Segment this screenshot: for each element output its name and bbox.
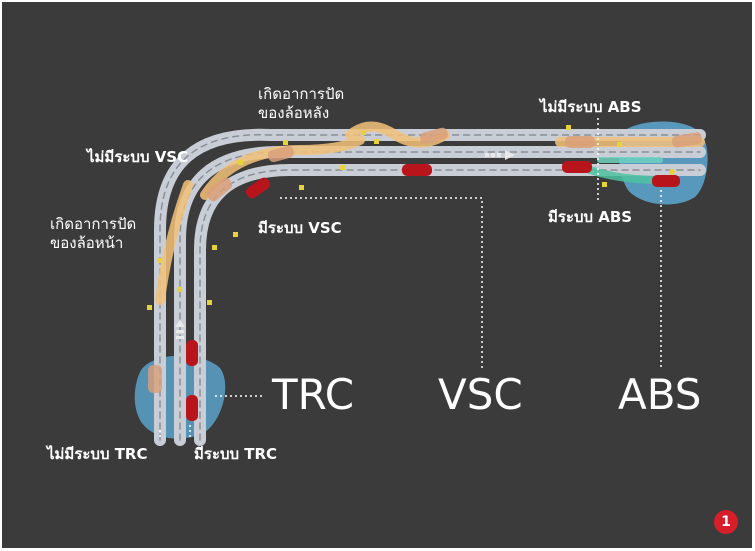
track-markers	[147, 125, 675, 310]
car-red	[652, 175, 680, 187]
label-understeer: เกิดอาการปัด ของล้อหน้า	[50, 215, 136, 253]
label-understeer-text: เกิดอาการปัด ของล้อหน้า	[50, 215, 137, 252]
direction-arrows	[175, 150, 515, 339]
car-faded	[206, 177, 233, 202]
car-red	[186, 340, 198, 366]
car-red	[245, 177, 271, 199]
car-faded	[268, 145, 294, 163]
label-no-vsc: ไม่มีระบบ VSC	[87, 148, 189, 166]
title-trc: TRC	[272, 370, 355, 419]
label-oversteer-text: เกิดอาการปัด ของล้อหลัง	[258, 85, 345, 122]
car-red	[186, 395, 198, 421]
title-abs: ABS	[618, 370, 702, 419]
label-with-trc: มีระบบ TRC	[194, 445, 278, 463]
skid-paths	[155, 121, 705, 305]
oversteer-skid-path	[200, 135, 365, 200]
understeer-skid-path	[155, 180, 193, 305]
car-red	[402, 164, 432, 176]
label-with-abs: มีระบบ ABS	[548, 208, 633, 226]
title-vsc: VSC	[438, 370, 523, 419]
label-oversteer: เกิดอาการปัด ของล้อหลัง	[258, 85, 344, 123]
page-number-badge: 1	[714, 510, 738, 534]
car-faded	[420, 127, 448, 145]
label-with-vsc: มีระบบ VSC	[258, 219, 342, 237]
cars	[148, 127, 703, 421]
car-red	[562, 161, 592, 173]
car-faded	[148, 365, 162, 393]
car-faded	[671, 132, 703, 148]
label-no-trc: ไม่มีระบบ TRC	[47, 445, 148, 463]
label-no-abs: ไม่มีระบบ ABS	[540, 98, 642, 116]
vsc-leader	[280, 197, 483, 368]
leader-lines	[159, 118, 662, 440]
car-faded	[565, 136, 595, 148]
